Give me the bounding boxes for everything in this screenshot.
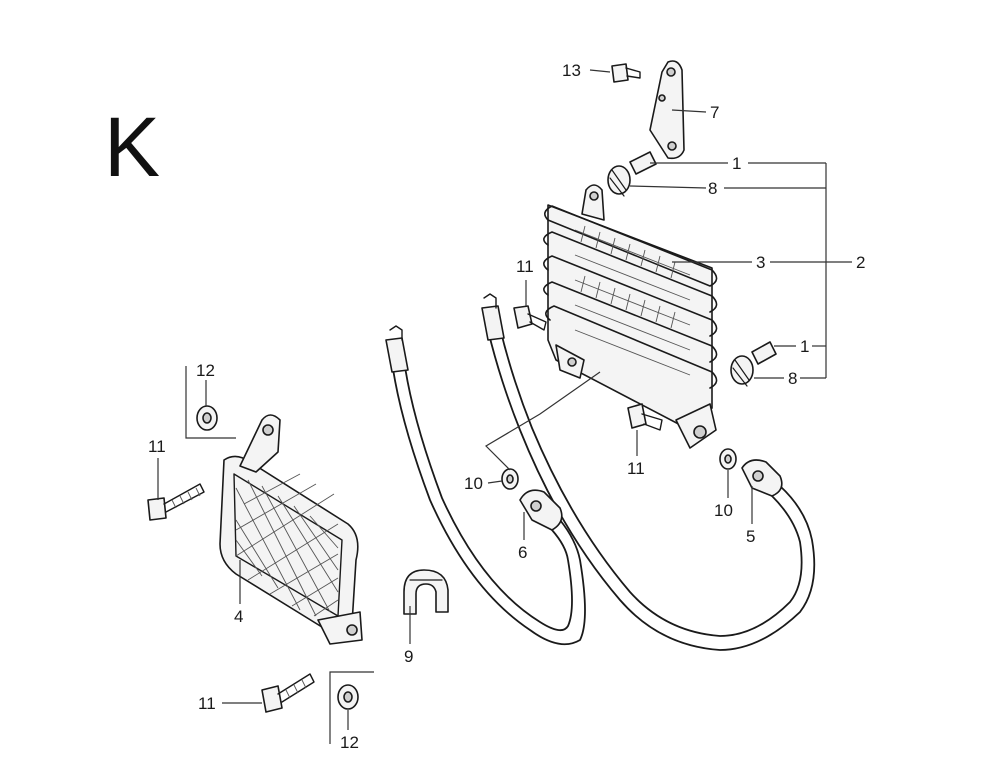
cooler-guard [219, 414, 363, 645]
callout-11-left: 11 [148, 437, 166, 456]
bolt-13 [611, 63, 641, 83]
bolt-11-upper [513, 305, 547, 331]
callout-12-lower: 12 [340, 733, 359, 752]
oil-hose-middle [481, 293, 816, 651]
callout-11-upper: 11 [516, 257, 534, 276]
banjo-fitting-6 [519, 489, 563, 531]
callout-1-upper: 1 [732, 154, 741, 173]
callout-9: 9 [404, 647, 413, 666]
upper-fitting [607, 151, 657, 197]
callout-1-lower: 1 [800, 337, 809, 356]
callout-8-lower: 8 [788, 369, 797, 388]
callout-2: 2 [856, 253, 865, 272]
callout-8-upper: 8 [708, 179, 717, 198]
callout-13: 13 [562, 61, 581, 80]
callout-5: 5 [746, 527, 755, 546]
section-letter: K [104, 100, 160, 194]
callout-3: 3 [756, 253, 765, 272]
callout-4: 4 [234, 607, 243, 626]
washer-10-right [719, 448, 737, 470]
washer-12-upper [196, 405, 218, 431]
oil-cooler-core [543, 184, 718, 449]
banjo-fitting-5 [741, 459, 783, 497]
oil-hose-left [385, 325, 586, 646]
bolt-11-left [147, 483, 205, 521]
mounting-bracket [649, 60, 685, 160]
bolt-11-middle [627, 403, 663, 431]
callout-12-upper: 12 [196, 361, 215, 380]
callout-11-middle: 11 [627, 459, 645, 478]
callout-6: 6 [518, 543, 527, 562]
lower-fitting [730, 341, 777, 387]
hose-clamp [403, 569, 449, 615]
callout-7: 7 [710, 103, 719, 122]
callout-11-bottom: 11 [198, 694, 216, 713]
leader-lines [157, 69, 852, 744]
callout-10-right: 10 [714, 501, 733, 520]
callout-10-left: 10 [464, 474, 483, 493]
washer-12-lower [337, 684, 359, 710]
washer-10-left [501, 468, 519, 490]
bolt-11-bottom [261, 673, 315, 713]
